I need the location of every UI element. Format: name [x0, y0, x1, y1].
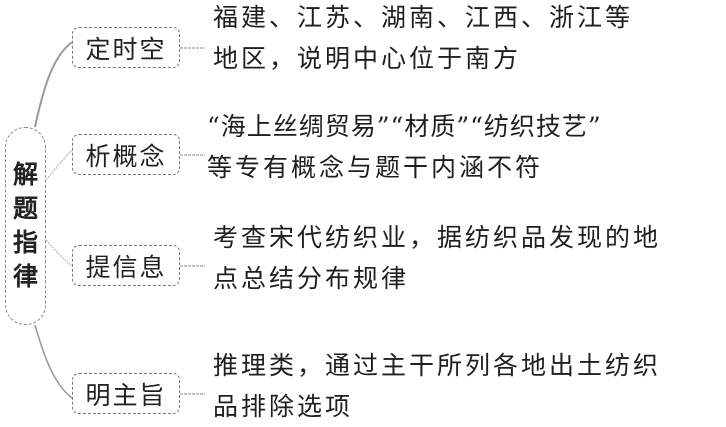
desc-line: 考查宋代纺织业，据纺织品发现的地 — [213, 223, 662, 252]
desc-line: “海上丝绸贸易”“材质”“纺织技艺” — [207, 112, 602, 141]
desc-line: 地区，说明中心位于南方 — [213, 44, 522, 73]
root-char: 题 — [12, 194, 38, 223]
branch-node-time-space: 定时空 — [72, 27, 180, 68]
root-char: 解 — [12, 160, 38, 189]
desc-line: 福建、江苏、湖南、江西、浙江等 — [213, 3, 634, 32]
root-node: 解 题 指 律 — [5, 127, 46, 325]
branch-desc-info: 考查宋代纺织业，据纺织品发现的地 点总结分布规律 — [213, 217, 661, 299]
branch-desc-theme: 推理类，通过主干所列各地出土纺织 品排除选项 — [213, 345, 661, 427]
branch-node-theme: 明主旨 — [72, 373, 180, 414]
root-char: 指 — [12, 228, 38, 257]
desc-line: 等专有概念与题干内涵不符 — [207, 153, 544, 182]
branch-node-info: 提信息 — [72, 245, 180, 286]
desc-line: 推理类，通过主干所列各地出土纺织 — [213, 351, 662, 380]
branch-desc-time-space: 福建、江苏、湖南、江西、浙江等 地区，说明中心位于南方 — [213, 0, 633, 79]
desc-line: 品排除选项 — [213, 392, 354, 421]
desc-line: 点总结分布规律 — [213, 264, 410, 293]
root-char: 律 — [12, 262, 38, 291]
branch-node-concept: 析概念 — [72, 134, 180, 175]
branch-desc-concept: “海上丝绸贸易”“材质”“纺织技艺” 等专有概念与题干内涵不符 — [207, 106, 602, 188]
